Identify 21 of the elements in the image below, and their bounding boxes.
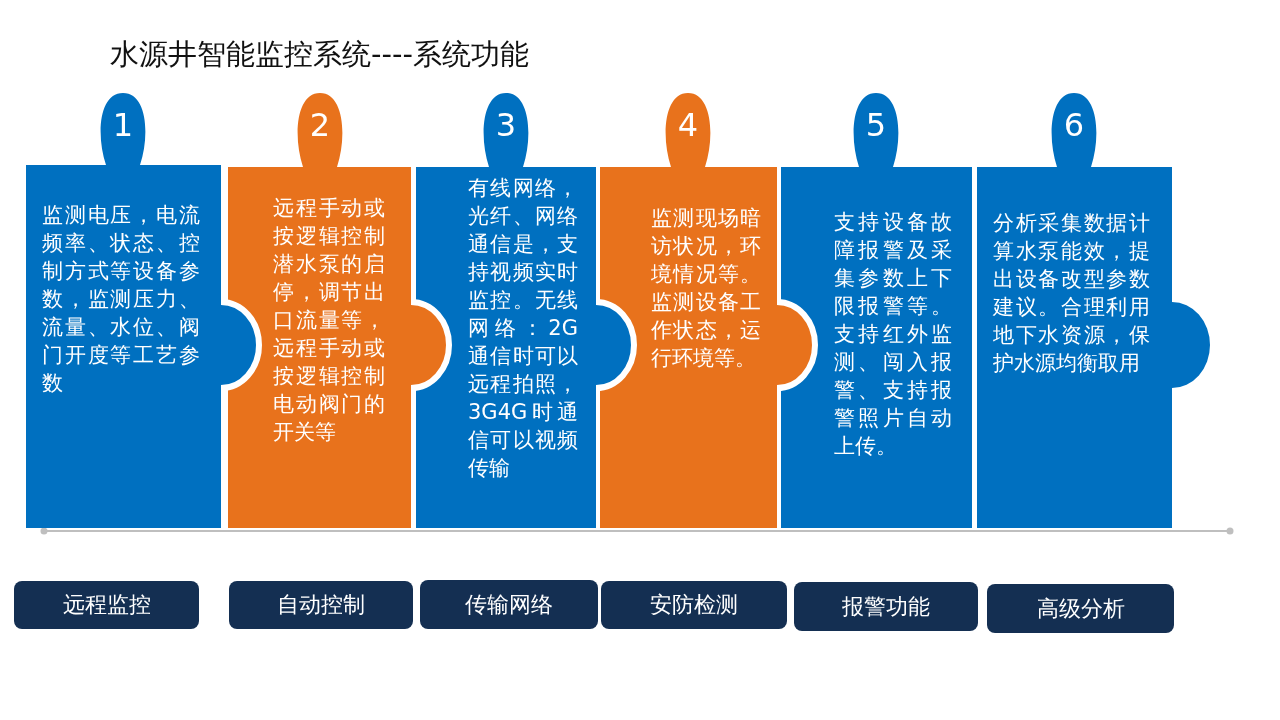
category-tab: 自动控制 [229,581,413,629]
step-number: 2 [308,105,332,145]
step-number: 4 [676,105,700,145]
category-tab: 传输网络 [420,580,598,629]
description-text: 支持设备故障报警及采集参数上下限报警等。支持红外监测、闯入报警、支持报警照片自动上传。 [834,209,952,460]
category-tab: 高级分析 [987,584,1174,633]
step-number: 1 [111,105,135,145]
description-text: 分析采集数据计算水泵能效，提出设备改型参数建议。合理利用地下水资源，保护水源均衡取用 [993,210,1150,377]
description-text: 有线网络，光纤、网络通信是，支持视频实时监控。无线网络：2G通信时可以远程拍照，3G4G时通信可以视频传输 [468,175,578,482]
category-tab: 远程监控 [14,581,199,629]
step-number: 3 [494,105,518,145]
description-text: 监测电压，电流频率、状态、控制方式等设备参数，监测压力、流量、水位、阀门开度等工艺参数 [42,202,200,397]
description-text: 监测现场暗访状况，环境情况等。监测设备工作状态，运行环境等。 [651,205,761,372]
step-number: 6 [1062,105,1086,145]
category-tab: 安防检测 [601,581,787,629]
description-text: 远程手动或按逻辑控制潜水泵的启停，调节出口流量等，远程手动或按逻辑控制电动阀门的开关等 [273,195,385,446]
step-number: 5 [864,105,888,145]
puzzle-piece [781,93,972,528]
slide-title: 水源井智能监控系统----系统功能 [110,36,529,73]
category-tab: 报警功能 [794,582,978,631]
puzzle-piece [977,93,1210,528]
